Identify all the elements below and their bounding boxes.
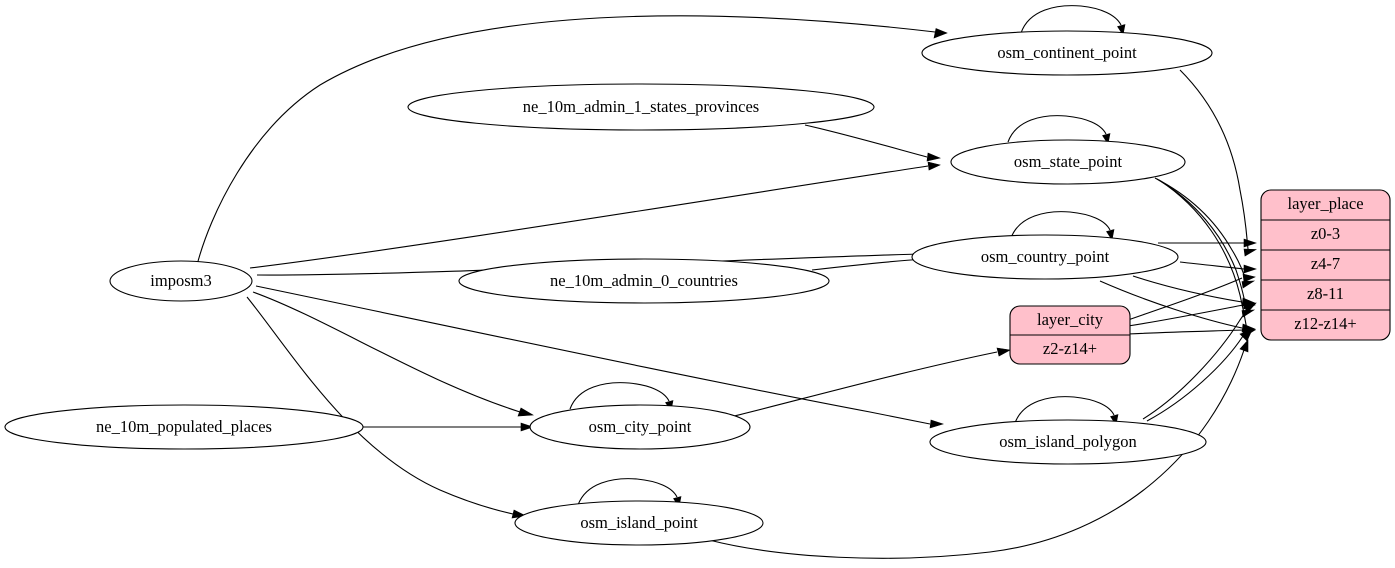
edge-imposm3-to-osm-island-point [246,296,527,519]
edge-layer-city-to-layer-place-z4-7 [1127,273,1256,321]
node-osm-island-polygon-label: osm_island_polygon [999,432,1137,451]
layer-place-row-z12-z14[interactable]: z12-z14+ [1294,314,1356,333]
node-osm-island-point[interactable]: osm_island_point [514,500,764,546]
node-osm-state-point-label: osm_state_point [1014,152,1123,171]
node-osm-country-point[interactable]: osm_country_point [911,234,1179,280]
node-osm-city-point-label: osm_city_point [589,417,692,436]
layer-city-title: layer_city [1037,310,1104,329]
edge-osm-continent-point-to-layer-place-z0-3 [1179,69,1258,257]
node-ne-10m-populated-places[interactable]: ne_10m_populated_places [4,404,364,450]
node-ne-10m-admin-1-states-provinces[interactable]: ne_10m_admin_1_states_provinces [407,83,875,131]
edge-ne-populated-places-to-osm-city-point [363,422,534,432]
node-osm-island-polygon[interactable]: osm_island_polygon [929,419,1207,465]
layer-place-row-z4-7[interactable]: z4-7 [1311,254,1340,273]
layer-place-title: layer_place [1287,194,1363,213]
node-osm-country-point-label: osm_country_point [981,247,1110,266]
edge-osm-country-point-to-layer-place-z4-7 [1179,261,1257,274]
layer-place-row-z8-11[interactable]: z8-11 [1307,284,1344,303]
node-layer: imposm3 ne_10m_populated_places ne_10m_a… [4,30,1391,546]
node-osm-continent-point-label: osm_continent_point [997,43,1137,62]
edge-imposm3-to-osm-island-polygon [255,285,944,429]
node-osm-island-point-label: osm_island_point [580,513,698,532]
edge-ne-admin1-to-osm-state-point [804,124,941,162]
node-layer-place[interactable]: layer_place z0-3 z4-7 z8-11 z12-z14+ [1260,189,1391,341]
node-ne-10m-admin-1-states-provinces-label: ne_10m_admin_1_states_provinces [523,97,759,116]
edge-osm-city-point-to-layer-city [729,347,1011,418]
layer-place-row-z0-3[interactable]: z0-3 [1311,224,1340,243]
node-ne-10m-populated-places-label: ne_10m_populated_places [96,417,272,436]
node-imposm3[interactable]: imposm3 [109,260,253,302]
edge-imposm3-to-osm-state-point [249,161,941,269]
node-layer-city[interactable]: layer_city z2-z14+ [1009,305,1131,365]
edge-osm-country-point-to-layer-place-z0-3 [1158,238,1257,248]
edge-imposm3-to-osm-city-point [252,291,534,417]
edge-osm-island-point-to-layer-place-z12 [708,339,1249,559]
edge-osm-island-polygon-to-layer-place-z12 [1146,329,1253,422]
layer-city-row-z2-z14[interactable]: z2-z14+ [1043,339,1097,358]
node-imposm3-label: imposm3 [150,271,211,290]
node-osm-state-point[interactable]: osm_state_point [950,139,1186,185]
edge-self-loop-osm-country-point [1010,211,1115,241]
edge-osm-island-polygon-to-layer-place-z8-11 [1142,302,1257,420]
node-ne-10m-admin-0-countries-label: ne_10m_admin_0_countries [550,271,738,290]
edge-osm-state-point-to-layer-place-z4-7 [1154,177,1256,289]
node-osm-city-point[interactable]: osm_city_point [529,404,751,450]
edge-imposm3-to-osm-continent-point [196,15,948,266]
edge-osm-state-point-to-layer-place-z8-11 [1156,178,1256,318]
node-osm-continent-point[interactable]: osm_continent_point [921,30,1213,76]
node-ne-10m-admin-0-countries[interactable]: ne_10m_admin_0_countries [458,258,830,304]
